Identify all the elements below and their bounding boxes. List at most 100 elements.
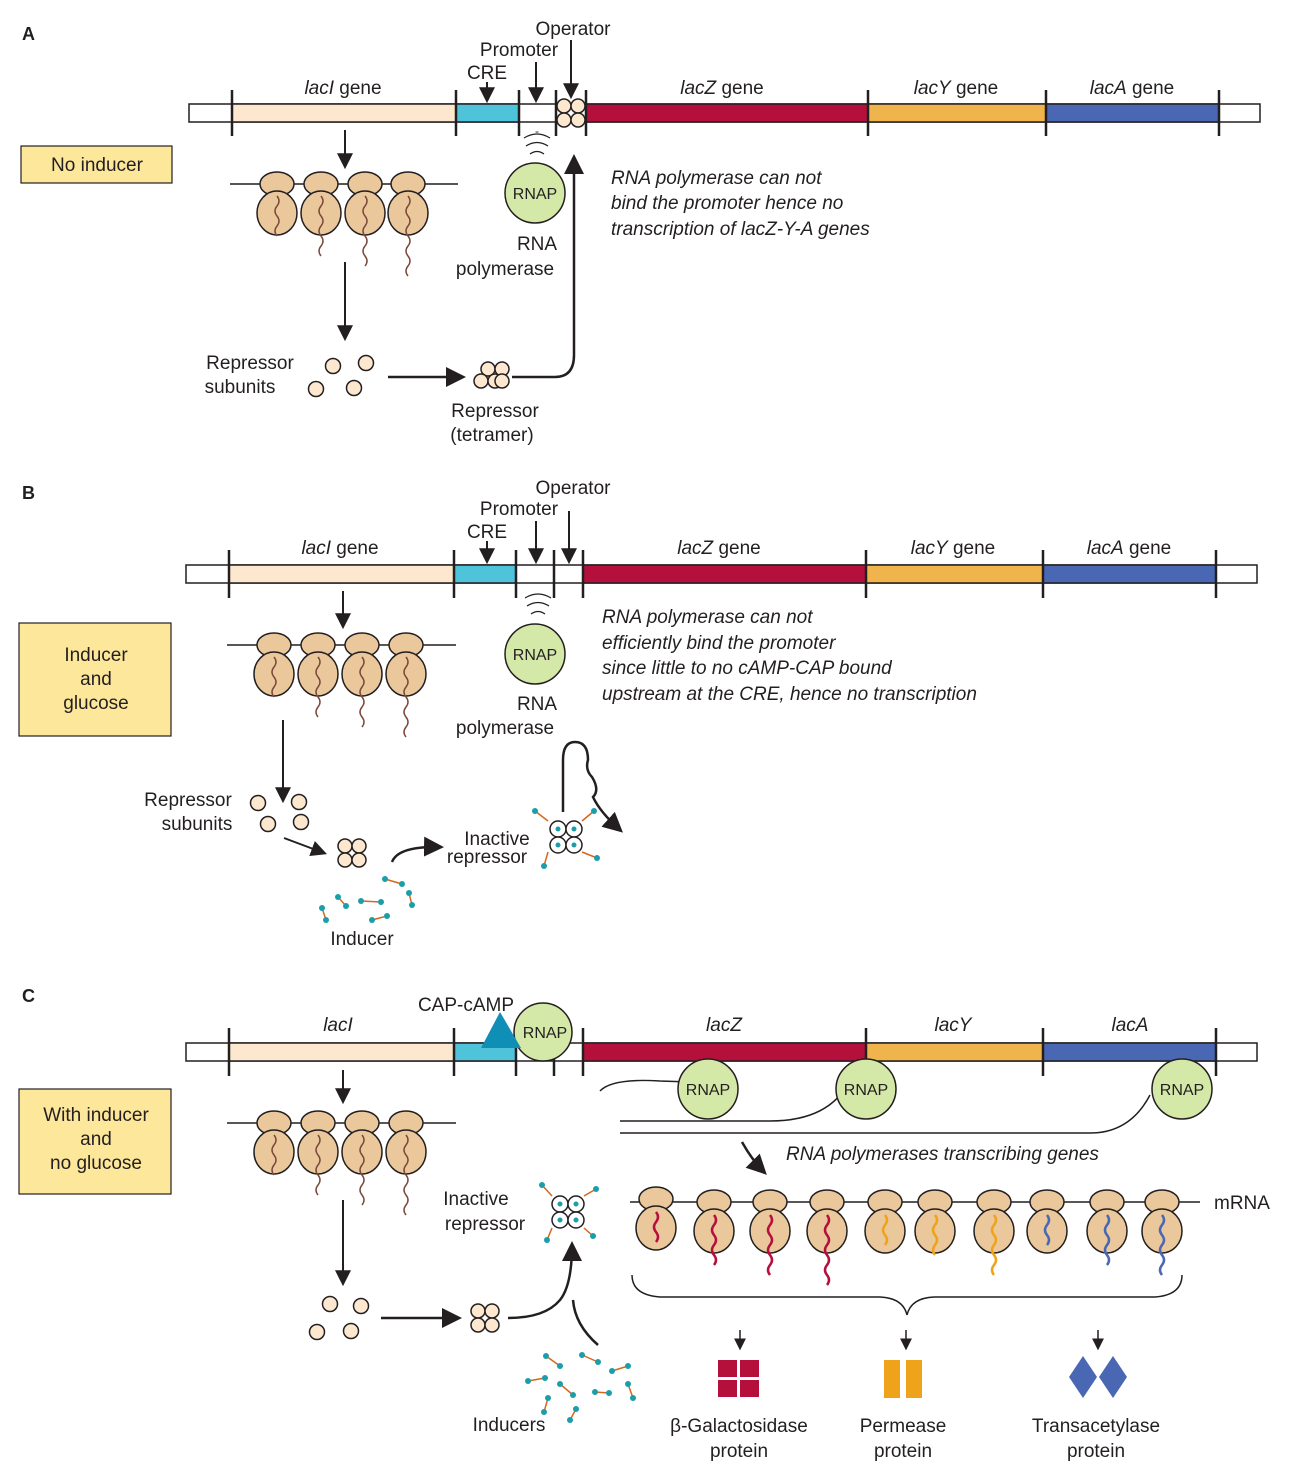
note-a-line2: bind the promoter hence no (611, 193, 843, 214)
rnap-label-c4: RNAP (1160, 1082, 1204, 1099)
repressor-subunits-c (308, 1295, 370, 1341)
repressor-subunits-label-a2: subunits (205, 377, 276, 398)
cap-camp-label: CAP-cAMP (418, 995, 514, 1016)
cap-camp-triangle (481, 1012, 521, 1048)
lacy-gene-segment (867, 103, 1047, 123)
laca-gene-label-c: lacA (1112, 1015, 1149, 1036)
panel-c-letter: C (22, 986, 35, 1006)
panel-b: B lacI gene lacZ gene lacY gene lacA gen… (18, 478, 1258, 950)
laci-gene-segment (231, 103, 457, 123)
rnap-label-a: RNAP (513, 186, 557, 203)
laca-gene-segment (1045, 103, 1220, 123)
laca-gene-label-b: lacA gene (1087, 538, 1172, 559)
repressor-tetramer-b (337, 838, 367, 868)
condition-box-c (18, 1088, 172, 1195)
transcribing-rnaps: RNAP RNAP RNAP (599, 1058, 1213, 1134)
inducers-label-c: Inducers (473, 1415, 546, 1436)
protein-1-line2: protein (710, 1441, 768, 1462)
cre-label-b: CRE (467, 522, 507, 543)
condition-label-c2: and (80, 1129, 112, 1150)
laca-gene-label: lacA gene (1090, 78, 1175, 99)
protein-2-line1: Permease (860, 1416, 947, 1437)
panel-a: A lacI (20, 19, 1261, 446)
rna-polymerase-label-a1: RNA (517, 234, 557, 255)
inactive-repressor-label-c1: Inactive (443, 1189, 508, 1210)
panel-c: C lacI lacZ lacY lacA CAP-cAMP (18, 986, 1270, 1462)
protein-1-line1: β-Galactosidase (670, 1416, 808, 1437)
repressor-subunits-b (249, 793, 310, 833)
panel-b-letter: B (22, 483, 35, 503)
mrna-label: mRNA (1214, 1193, 1270, 1214)
lacz-gene-label-b: lacZ gene (677, 538, 760, 559)
inactive-repressor-label-b1: Inactive (464, 829, 529, 850)
condition-box-b (18, 622, 172, 737)
beta-galactosidase-icon (718, 1360, 759, 1397)
repressor-subunits-label-a1: Repressor (206, 353, 294, 374)
ribosomes-laci-c (227, 1110, 456, 1216)
ribosomes-laci-a (230, 171, 458, 277)
operator-label: Operator (536, 19, 612, 40)
inactive-repressor-b (532, 808, 600, 869)
repressor-label-a2: (tetramer) (450, 425, 533, 446)
repressor-subunits-label-b2: subunits (162, 814, 233, 835)
transcribing-label: RNA polymerases transcribing genes (786, 1144, 1099, 1165)
lacy-gene-label-c: lacY (935, 1015, 973, 1036)
rnap-label-b: RNAP (513, 647, 557, 664)
condition-label-b3: glucose (63, 693, 129, 714)
repressor-subunits-a (307, 354, 375, 398)
repressor-label-a1: Repressor (451, 401, 539, 422)
rnap-b: RNAP (504, 593, 566, 685)
ribosomes-laci-b (227, 632, 456, 738)
condition-label-c1: With inducer (43, 1105, 149, 1126)
lacz-gene-segment (585, 103, 869, 123)
lacy-gene-label-b: lacY gene (911, 538, 996, 559)
note-b-line1: RNA polymerase can not (602, 607, 813, 628)
lacy-gene-label: lacY gene (914, 78, 999, 99)
condition-label-b2: and (80, 669, 112, 690)
repressor-tetramer-c (470, 1303, 500, 1333)
lacz-gene-label-c: lacZ (706, 1015, 743, 1036)
svg-text:-: - (535, 124, 539, 138)
protein-brace (631, 1274, 1183, 1316)
rna-polymerase-label-a2: polymerase (456, 259, 554, 280)
note-b-line3: since little to no cAMP-CAP bound (602, 658, 893, 679)
rna-polymerase-label-b1: RNA (517, 694, 557, 715)
polycistronic-mrna (630, 1186, 1200, 1286)
inactive-repressor-label-b2: repressor (447, 847, 528, 868)
laci-gene-label-c: lacI (323, 1015, 353, 1036)
dna-strand-c (185, 1028, 1258, 1076)
inducer-label-b: Inducer (330, 929, 394, 950)
repressor-tetramer-a (473, 361, 510, 389)
repressor-subunits-label-b1: Repressor (144, 790, 232, 811)
inactive-repressor-c (539, 1182, 599, 1243)
operator-label-b: Operator (536, 478, 612, 499)
dna-strand-a (188, 90, 1261, 136)
inducer-molecules-c (525, 1352, 636, 1423)
rnap-a: - RNAP (504, 124, 566, 224)
condition-label-c3: no glucose (50, 1153, 142, 1174)
cre-label: CRE (467, 63, 507, 84)
condition-box-a (20, 145, 173, 184)
permease-icon (884, 1360, 922, 1398)
lacz-gene-label: lacZ gene (680, 78, 763, 99)
bound-repressor-tetramer (556, 98, 586, 128)
protein-3-line2: protein (1067, 1441, 1125, 1462)
rnap-label-c: RNAP (523, 1025, 567, 1042)
protein-2-line2: protein (874, 1441, 932, 1462)
note-a-line3: transcription of lacZ-Y-A genes (611, 219, 870, 240)
promoter-label: Promoter (480, 40, 559, 61)
condition-label-b1: Inducer (64, 645, 128, 666)
promoter-label-b: Promoter (480, 499, 559, 520)
condition-label-a: No inducer (51, 155, 144, 176)
cre-segment (455, 103, 520, 123)
rnap-bound-promoter: RNAP (513, 1002, 573, 1062)
laci-gene-label-b: lacI gene (301, 538, 378, 559)
panel-a-letter: A (22, 24, 35, 44)
dna-strand-b (185, 550, 1258, 598)
rnap-label-c3: RNAP (844, 1082, 888, 1099)
laci-gene-label: lacI gene (304, 78, 381, 99)
note-b-line4: upstream at the CRE, hence no transcript… (602, 684, 977, 705)
inactive-repressor-label-c2: repressor (445, 1214, 526, 1235)
rnap-label-c2: RNAP (686, 1082, 730, 1099)
